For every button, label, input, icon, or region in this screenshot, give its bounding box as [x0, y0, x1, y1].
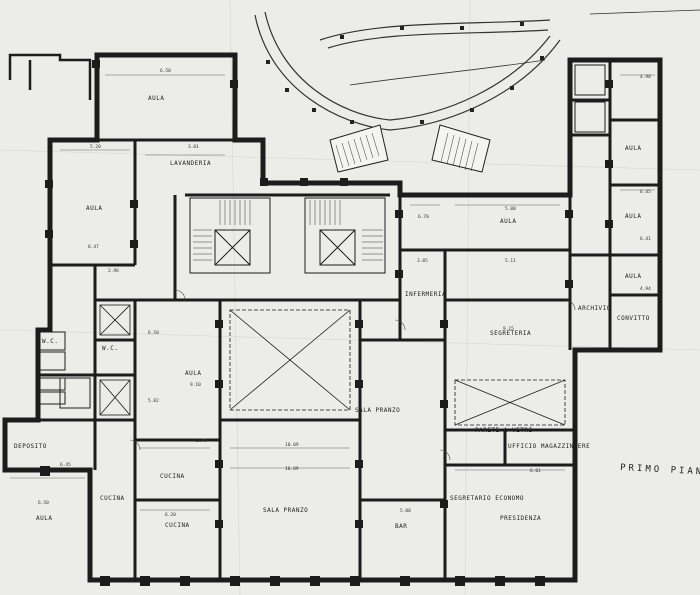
dim-label: 10.09 [285, 466, 299, 472]
ramp-posts [266, 22, 544, 124]
dim-label: 2.79 [196, 438, 207, 444]
dim-label: 5.08 [400, 508, 411, 514]
label-segretario: SEGRETARIO ECONOMO [450, 495, 524, 502]
label-aula-right-3: AULA [625, 273, 641, 280]
label-ufficio: UFFICIO MAGAZZINIERE [508, 443, 590, 450]
dim-label: 6.01 [530, 468, 541, 474]
label-lavanderia: LAVANDERIA [170, 160, 211, 167]
dim-label: 6.20 [165, 512, 176, 518]
label-segreteria: SEGRETERIA [490, 330, 531, 337]
dim-label: 2.96 [108, 268, 119, 274]
label-cucina-1: CUCINA [160, 473, 185, 480]
dim-label: 5.00 [505, 206, 516, 212]
label-presidenza: PRESIDENZA [500, 515, 541, 522]
label-bar: BAR [395, 523, 407, 530]
dim-label: 6.45 [60, 462, 71, 468]
dim-label: 6.70 [418, 214, 429, 220]
dim-label: 3.05 [417, 258, 428, 264]
dim-label: 10.09 [285, 442, 299, 448]
hall-cross [229, 309, 351, 411]
label-wc: W.C. [42, 338, 58, 345]
label-wc2: W.C. [102, 345, 118, 352]
dim-label: 8.47 [88, 244, 99, 250]
left-appendage [8, 53, 92, 100]
label-archivio: ARCHIVIO [578, 305, 611, 312]
dim-label: 6.50 [148, 330, 159, 336]
dim-label: 3.01 [188, 144, 199, 150]
room-labels: AULA AULA LAVANDERIA AULA SALA PRANZO SA… [14, 95, 650, 530]
dim-label: 5.82 [148, 398, 159, 404]
interior-stairwells [189, 197, 386, 274]
stairwell-treads [193, 200, 383, 261]
dim-label: 6.45 [640, 189, 651, 195]
label-aula-top-left: AULA [148, 95, 164, 102]
dim-label: 5.20 [90, 144, 101, 150]
dim-label: 6.41 [640, 236, 651, 242]
dim-label: 9.10 [190, 382, 201, 388]
label-convitto: CONVITTO [617, 315, 650, 322]
label-sala-pranzo-big: SALA PRANZO [355, 407, 400, 414]
dimension-lines [10, 74, 655, 511]
stair-treads [335, 132, 479, 172]
dim-label: 5.11 [505, 258, 516, 264]
label-sala-pranzo-bottom: SALA PRANZO [263, 507, 308, 514]
label-aula-right-1: AULA [625, 145, 641, 152]
dim-label: 4.98 [640, 74, 651, 80]
dim-label: 6.50 [38, 500, 49, 506]
pilasters [45, 60, 613, 528]
label-cucina-3: CUCINA [165, 522, 190, 529]
dim-label: 9.15 [503, 326, 514, 332]
interior-walls [5, 60, 660, 580]
small-crosses [99, 304, 131, 416]
label-cucina-2: CUCINA [100, 495, 125, 502]
presidenza-cross [454, 379, 566, 426]
dim-label: 4.94 [640, 286, 651, 292]
label-aula-bottom-left: AULA [36, 515, 52, 522]
label-aula-right-2: AULA [625, 213, 641, 220]
bottom-buttresses [40, 466, 545, 586]
entrance-ramp [254, 9, 700, 131]
label-aula-center-left: AULA [185, 370, 201, 377]
dim-label: 6.50 [160, 68, 171, 74]
label-aula-center-right: AULA [500, 218, 516, 225]
label-infermeria: INFERMERIA [405, 291, 446, 298]
label-aula-left: AULA [86, 205, 102, 212]
label-deposito: DEPOSITO [14, 443, 47, 450]
label-pareti-vetri: PARETE A VETRI [475, 427, 533, 434]
wc-blocks [39, 64, 606, 409]
dimension-labels: 6.50 5.20 8.47 2.96 3.01 6.50 9.10 6.70 … [38, 68, 651, 518]
outdoor-staircases [329, 124, 491, 173]
door-swings [129, 289, 576, 461]
